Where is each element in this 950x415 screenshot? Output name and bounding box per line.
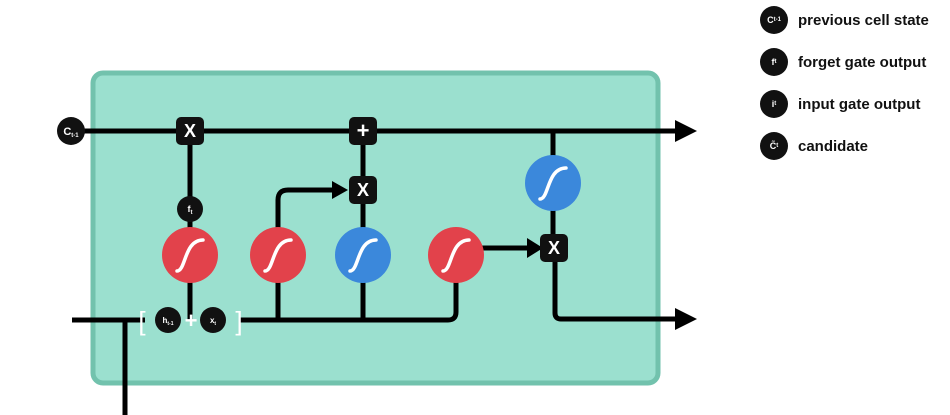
concat-plus: + xyxy=(185,308,198,333)
tanh-curve-icon xyxy=(538,166,568,201)
cell-state-tanh xyxy=(525,155,581,211)
sigmoid-curve-icon xyxy=(441,238,471,273)
ft-label: ft xyxy=(188,204,193,216)
sigmoid-curve-icon xyxy=(175,238,205,273)
candidate-tanh xyxy=(335,227,391,283)
legend-symbol: C̃t xyxy=(760,132,788,160)
c-prev-label: Ct-1 xyxy=(63,126,79,139)
cell-state-arrowhead xyxy=(675,120,697,142)
input-gate-arrowhead xyxy=(332,181,348,199)
c-prev-node xyxy=(57,117,85,145)
add-label: + xyxy=(357,118,370,143)
bracket-close: ] xyxy=(235,306,242,336)
concat-bus-line xyxy=(240,255,459,323)
bracket-open: [ xyxy=(138,306,146,336)
legend-text: input gate output xyxy=(798,95,921,113)
legend-item: C̃t candidate xyxy=(760,132,929,160)
lstm-cell-box xyxy=(90,70,661,386)
input-gate-arrow-line xyxy=(275,187,335,201)
output-gate-sigmoid xyxy=(428,227,484,283)
h-prev-node xyxy=(155,307,181,333)
input-multiply-node xyxy=(349,176,377,204)
hidden-output-line xyxy=(552,250,680,322)
output-multiply-label: X xyxy=(548,238,560,258)
legend-text: forget gate output xyxy=(798,53,927,71)
forget-multiply-node xyxy=(176,117,204,145)
sigmoid-curve-icon xyxy=(263,238,293,273)
input-multiply-label: X xyxy=(357,180,369,200)
legend-text: previous cell state xyxy=(798,11,929,29)
forget-gate-sigmoid xyxy=(162,227,218,283)
legend-text: candidate xyxy=(798,137,869,155)
output-gate-arrowhead xyxy=(527,238,543,258)
forget-multiply-label: X xyxy=(184,121,196,141)
x-node xyxy=(200,307,226,333)
add-node xyxy=(349,117,377,145)
input-gate-sigmoid xyxy=(250,227,306,283)
output-multiply-node xyxy=(540,234,568,262)
h-prev-label: ht-1 xyxy=(162,316,173,327)
ft-node xyxy=(177,196,203,222)
hidden-output-arrowhead xyxy=(675,308,697,330)
tanh-curve-icon xyxy=(348,238,378,273)
x-label: xt xyxy=(210,316,216,327)
